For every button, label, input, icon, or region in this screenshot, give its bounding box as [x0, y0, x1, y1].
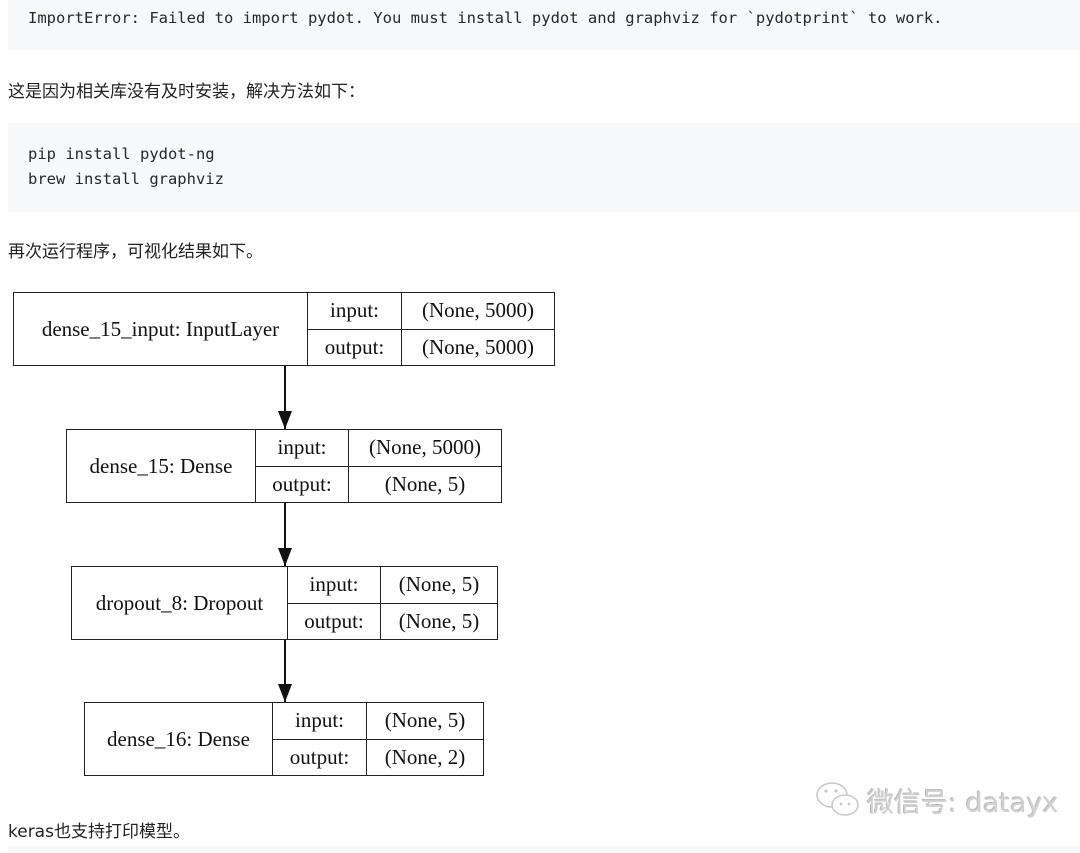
output-key: output:	[289, 744, 350, 769]
arrow-edge	[278, 503, 292, 566]
input-shape: (None, 5)	[381, 567, 497, 604]
install-code-block: pip install pydot-ng brew install graphv…	[8, 123, 1080, 212]
layer-node-dense-15: dense_15: Dense input: output: (None, 500…	[66, 429, 502, 503]
layer-node-dropout-8: dropout_8: Dropout input: output: (None, …	[71, 566, 498, 640]
input-key: input:	[273, 703, 366, 740]
paragraph: keras也支持打印模型。	[8, 822, 190, 842]
output-shape: (None, 2)	[384, 744, 466, 769]
output-shape: (None, 5000)	[422, 334, 534, 359]
layer-label: dropout_8: Dropout	[72, 567, 288, 639]
input-key: input:	[256, 430, 348, 467]
layer-label: dense_15: Dense	[67, 430, 256, 502]
paragraph: 再次运行程序，可视化结果如下。	[8, 242, 263, 262]
error-code-block: ImportError: Failed to import pydot. You…	[8, 0, 1080, 50]
input-key: input:	[288, 567, 380, 604]
layer-label: dense_16: Dense	[85, 703, 273, 775]
arrow-edge	[278, 640, 292, 702]
input-shape: (None, 5)	[367, 703, 483, 740]
paragraph: 这是因为相关库没有及时安装，解决方法如下：	[8, 82, 365, 102]
code-line: pip install pydot-ng	[28, 145, 215, 163]
output-key: output:	[304, 608, 364, 633]
layer-label: dense_15_input: InputLayer	[14, 293, 308, 365]
output-shape: (None, 5)	[384, 471, 466, 496]
code-block-edge	[8, 846, 1080, 853]
layer-node-input: dense_15_input: InputLayer input: output:…	[13, 292, 555, 366]
watermark: 微信号: datayx	[815, 780, 1058, 820]
layer-node-dense-16: dense_16: Dense input: output: (None, 5) (…	[84, 702, 484, 776]
code-line: ImportError: Failed to import pydot. You…	[28, 9, 943, 27]
arrow-edge	[278, 366, 292, 429]
output-shape: (None, 5)	[398, 608, 480, 633]
input-key: input:	[308, 293, 401, 330]
output-key: output:	[324, 334, 385, 359]
output-key: output:	[272, 471, 332, 496]
wechat-icon	[816, 782, 859, 816]
watermark-text: 微信号: datayx	[867, 787, 1059, 819]
input-shape: (None, 5000)	[349, 430, 501, 467]
input-shape: (None, 5000)	[402, 293, 554, 330]
code-line: brew install graphviz	[28, 170, 224, 188]
